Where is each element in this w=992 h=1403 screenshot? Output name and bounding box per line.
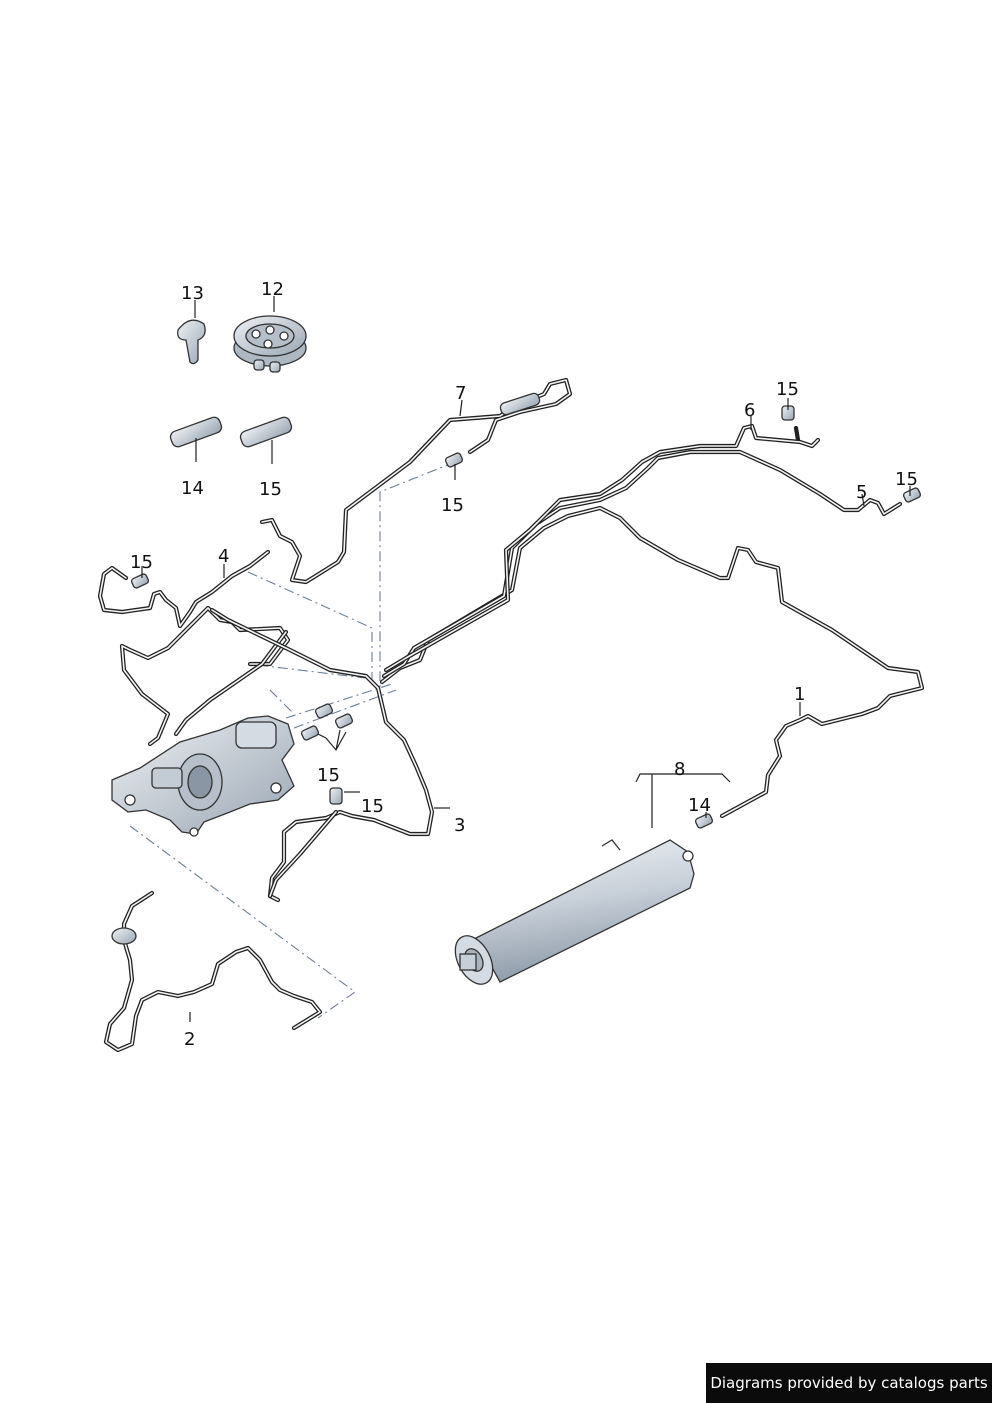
pipe-1[interactable]: [379, 505, 925, 819]
watermark-banner: Diagrams provided by catalogs parts: [706, 1363, 992, 1403]
callout-2: 2: [184, 1029, 195, 1050]
pipe-5[interactable]: [381, 449, 903, 679]
pressure-reservoir-icon[interactable]: [448, 839, 695, 990]
pipe-2[interactable]: [103, 890, 323, 1053]
compressor-unit-icon[interactable]: [111, 715, 295, 837]
pipe-6[interactable]: [383, 423, 821, 673]
callout-1: 1: [794, 684, 805, 705]
pipe-4[interactable]: [97, 549, 291, 747]
callout-15: 15: [776, 379, 799, 400]
callout-15: 15: [361, 796, 384, 817]
callout-15: 15: [317, 765, 340, 786]
callout-15: 15: [895, 469, 918, 490]
callout-3: 3: [454, 815, 465, 836]
callout-15: 15: [259, 479, 282, 500]
callout-8: 8: [674, 759, 685, 780]
callout-labels: 13 12 14 15 7 15 15 6 15 5 15 4 1 8 14 1…: [130, 279, 918, 1050]
leader-lines: [141, 296, 911, 1022]
dashed-reference-lines: [129, 461, 456, 1019]
callout-7: 7: [455, 383, 466, 404]
callout-14: 14: [688, 795, 711, 816]
callout-6: 6: [744, 400, 755, 421]
callout-15: 15: [441, 495, 464, 516]
sealing-grommet-icon[interactable]: [233, 315, 307, 373]
pipe-connector-icon[interactable]: [130, 405, 922, 829]
callout-13: 13: [181, 283, 204, 304]
callout-5: 5: [856, 482, 867, 503]
callout-4: 4: [218, 546, 229, 567]
callout-15: 15: [130, 552, 153, 573]
pipe-7[interactable]: [259, 377, 573, 585]
pipe-3[interactable]: [209, 607, 435, 903]
callout-12: 12: [261, 279, 284, 300]
callout-14: 14: [181, 478, 204, 499]
cap-icon[interactable]: [177, 319, 206, 365]
